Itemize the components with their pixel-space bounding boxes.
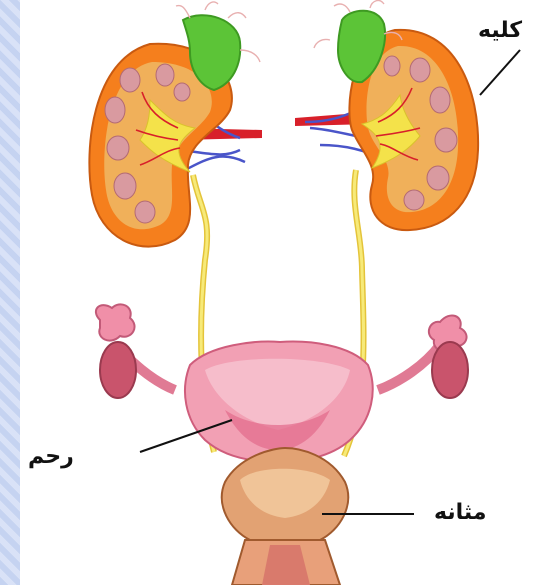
left-kidney [89, 2, 260, 247]
right-fallopian-tube [378, 345, 440, 390]
label-bladder: مثانه [434, 502, 486, 524]
label-uterus: رحم [28, 446, 74, 468]
right-ovary [432, 342, 468, 398]
left-ovary [100, 342, 136, 398]
label-kidney: كليه [478, 20, 522, 42]
uterus-group [96, 304, 468, 462]
bladder-group [222, 448, 348, 585]
kidney-leader-line [480, 50, 520, 95]
left-fimbriae [96, 304, 135, 340]
